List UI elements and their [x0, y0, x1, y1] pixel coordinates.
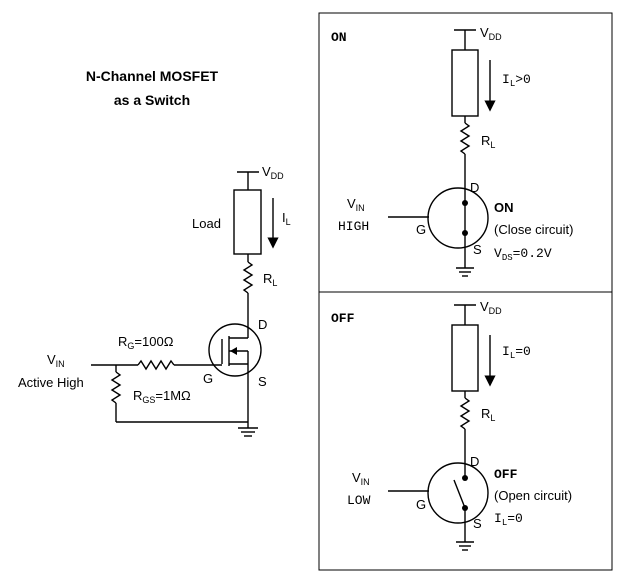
drain-label: D [258, 317, 267, 332]
off-state-label: OFF [494, 467, 518, 482]
rgs-label: RGS=1MΩ [133, 388, 191, 405]
off-rl-label: RL [481, 406, 495, 423]
on-circuit-label: (Close circuit) [494, 222, 573, 237]
on-vin-state: HIGH [338, 219, 369, 234]
on-rl-resistor [459, 122, 471, 155]
on-rl-label: RL [481, 133, 495, 150]
il-label: IL [282, 210, 291, 227]
off-gate-label: G [416, 497, 426, 512]
title-line-1: N-Channel MOSFET [86, 68, 219, 84]
on-load-box [451, 49, 479, 117]
source-label: S [258, 374, 267, 389]
on-drain-label: D [470, 180, 479, 195]
on-state-label: ON [494, 200, 514, 215]
off-il2-label: IL=0 [494, 511, 523, 528]
on-vds-label: VDS=0.2V [494, 246, 552, 263]
on-panel-label: ON [331, 30, 347, 45]
off-load-box [451, 324, 479, 392]
on-vin-label: VIN [347, 196, 365, 213]
on-gate-label: G [416, 222, 426, 237]
rg-label: RG=100Ω [118, 334, 174, 351]
off-transistor-circle [427, 462, 489, 524]
on-transistor-circle [427, 187, 489, 249]
vdd-label: VDD [262, 164, 284, 181]
mosfet-circle [208, 323, 262, 377]
on-il-label: IL>0 [502, 72, 531, 89]
title-line-2: as a Switch [114, 92, 190, 108]
off-il-label: IL=0 [502, 344, 531, 361]
rl-resistor [242, 261, 254, 294]
off-panel-label: OFF [331, 311, 355, 326]
on-panel: ON VDD IL>0 RL D G S VIN HIGH ON (Close … [331, 25, 573, 277]
off-source-label: S [473, 516, 482, 531]
on-source-label: S [473, 242, 482, 257]
off-drain-label: D [470, 454, 479, 469]
rgs-resistor [110, 371, 122, 404]
active-high-label: Active High [18, 375, 84, 390]
on-vdd-label: VDD [480, 25, 502, 42]
off-open-switch [453, 479, 466, 509]
off-vin-state: LOW [347, 493, 371, 508]
gate-label: G [203, 371, 213, 386]
off-circuit-label: (Open circuit) [494, 488, 572, 503]
off-rl-resistor [459, 397, 471, 430]
left-circuit: VDD Load IL RL D G S RG=100Ω [18, 164, 291, 437]
load-label: Load [192, 216, 221, 231]
rl-label: RL [263, 271, 277, 288]
load-box [233, 189, 262, 255]
off-panel: OFF VDD IL=0 RL D G S VIN LOW OFF (Open … [331, 299, 572, 551]
rg-resistor [137, 359, 175, 371]
off-vdd-label: VDD [480, 299, 502, 316]
off-vin-label: VIN [352, 470, 370, 487]
vin-label: VIN [47, 352, 65, 369]
